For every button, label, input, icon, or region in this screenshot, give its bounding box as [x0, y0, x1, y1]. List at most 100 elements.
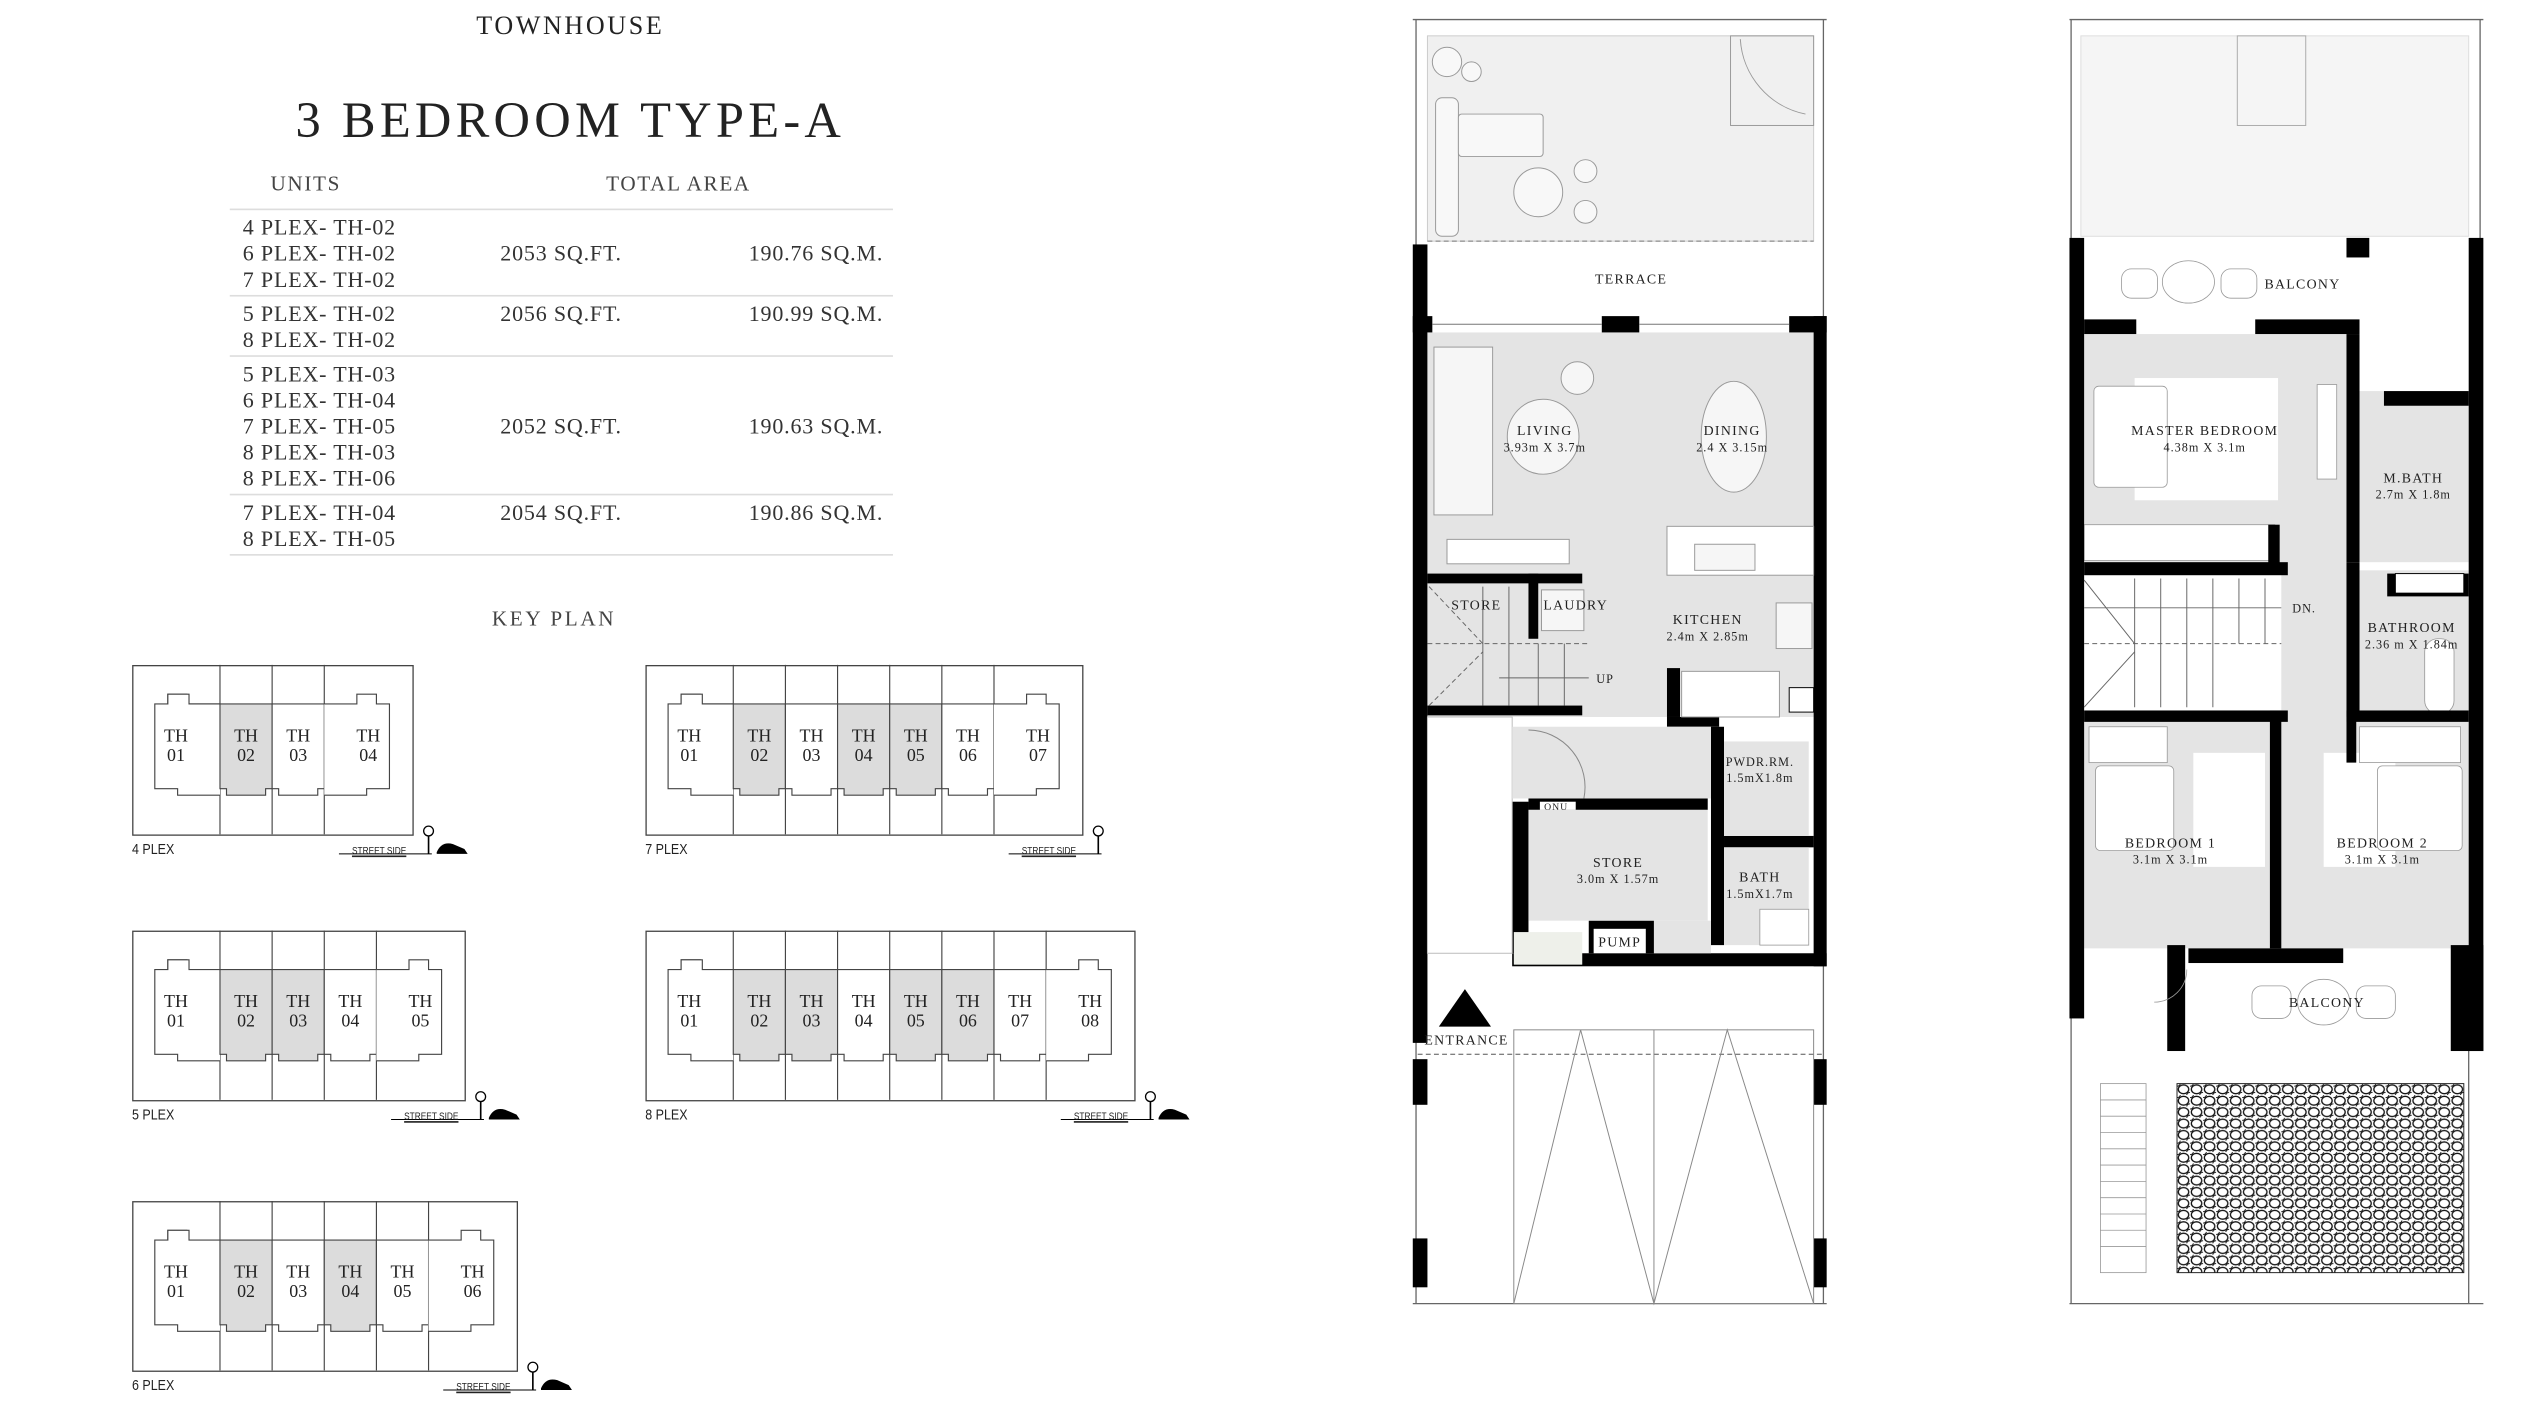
key-plan-title: KEY PLAN	[491, 606, 617, 631]
bath-label: BATH	[1739, 870, 1780, 885]
unit-prefix: TH	[1026, 725, 1050, 745]
unit-prefix: TH	[904, 991, 928, 1011]
unit-number: 08	[1081, 1011, 1099, 1031]
unit-number: 02	[237, 745, 255, 765]
area-sqm: 190.99 SQ.M.	[748, 301, 884, 326]
unit-prefix: TH	[356, 725, 380, 745]
car-icon	[436, 843, 468, 854]
down-label: DN.	[2292, 602, 2316, 616]
street-side-label: STREET SIDE	[1021, 847, 1077, 858]
ground-floor-plan: TERRACE LIVING 3.93m X 3.7m DINING 2.4 X…	[1412, 18, 1827, 1306]
unit-prefix: TH	[1078, 991, 1102, 1011]
unit-prefix: TH	[1008, 991, 1032, 1011]
staircase	[1427, 586, 1591, 706]
plex-label: 4 PLEX	[131, 840, 175, 858]
unit-number: 05	[394, 1281, 412, 1301]
unit-number: 03	[289, 1281, 307, 1301]
terrace-furniture	[1431, 35, 1815, 237]
master-bath-label: M.BATH	[2383, 470, 2443, 485]
pergola-slats	[2100, 1083, 2147, 1274]
area-sqft: 2052 SQ.FT.	[500, 413, 622, 439]
living-size: 3.93m X 3.7m	[1504, 440, 1586, 454]
bedroom-furniture	[2083, 378, 2463, 867]
living-label: LIVING	[1517, 423, 1573, 438]
unit-prefix: TH	[338, 991, 362, 1011]
laundry-label: LAUDRY	[1543, 597, 1608, 612]
unit-number: 02	[237, 1281, 255, 1301]
street-side-label: STREET SIDE	[404, 1112, 459, 1123]
unit-prefix: TH	[747, 991, 771, 1011]
master-bedroom-size: 4.38m X 3.1m	[2164, 440, 2246, 454]
unit-prefix: TH	[677, 725, 701, 745]
bedroom1-label: BEDROOM 1	[2125, 835, 2216, 850]
unit-name: 8 PLEX- TH-06	[242, 466, 396, 491]
area-sqft: 2053 SQ.FT.	[500, 241, 622, 266]
tree-icon	[1144, 1091, 1156, 1120]
kitchen-label: KITCHEN	[1673, 612, 1743, 627]
plex-label: 8 PLEX	[645, 1106, 688, 1123]
entrance-arrow-icon	[1438, 989, 1491, 1027]
walls	[2069, 237, 2484, 1052]
unit-prefix: TH	[800, 725, 824, 745]
pergola-pattern	[2176, 1083, 2465, 1274]
unit-prefix: TH	[852, 991, 876, 1011]
plex-label: 7 PLEX	[645, 840, 688, 858]
unit-number: 01	[167, 745, 185, 765]
unit-name: 4 PLEX- TH-02	[242, 215, 396, 240]
unit-number: 05	[411, 1011, 429, 1031]
unit-prefix: TH	[286, 991, 310, 1011]
unit-number: 03	[289, 745, 307, 765]
street-side-label: STREET SIDE	[1073, 1112, 1129, 1123]
total-area-header: TOTAL AREA	[606, 171, 751, 196]
unit-number: 04	[359, 745, 377, 765]
unit-prefix: TH	[234, 991, 258, 1011]
unit-prefix: TH	[956, 991, 980, 1011]
parking-area	[1513, 1028, 1815, 1306]
unit-prefix: TH	[904, 725, 928, 745]
unit-prefix: TH	[286, 1262, 310, 1282]
balcony-furniture	[2121, 260, 2396, 1026]
unit-name: 5 PLEX- TH-03	[242, 361, 396, 387]
unit-prefix: TH	[391, 1262, 415, 1282]
unit-name: 5 PLEX- TH-02	[242, 301, 396, 326]
onu-label: ONU	[1544, 802, 1568, 813]
units-header: UNITS	[270, 171, 342, 196]
master-bedroom-label: MASTER BEDROOM	[2131, 423, 2278, 438]
bedroom1-size: 3.1m X 3.1m	[2133, 853, 2208, 867]
unit-number: 01	[680, 745, 698, 765]
unit-prefix: TH	[164, 991, 188, 1011]
unit-number: 03	[803, 1011, 821, 1031]
unit-name: 7 PLEX- TH-02	[242, 267, 396, 292]
unit-number: 03	[803, 745, 821, 765]
street-side-label: STREET SIDE	[456, 1383, 511, 1394]
tree-icon	[1092, 825, 1104, 854]
unit-prefix: TH	[408, 991, 432, 1011]
powder-room-size: 1.5mX1.8m	[1726, 771, 1793, 785]
car-icon	[488, 1108, 520, 1120]
unit-number: 04	[855, 745, 873, 765]
area-sqft: 2054 SQ.FT.	[500, 500, 622, 525]
